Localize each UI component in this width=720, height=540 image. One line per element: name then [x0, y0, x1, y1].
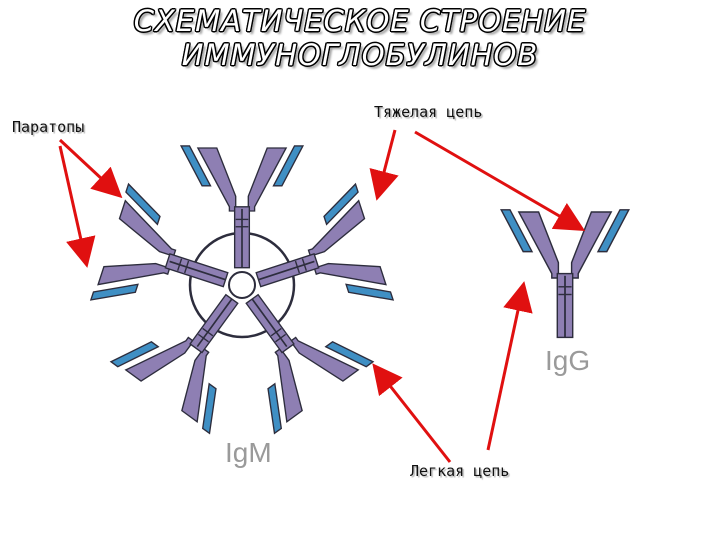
arrow-paratope-1 — [58, 138, 123, 199]
igm-center — [228, 271, 256, 299]
igm-pentamer — [90, 145, 394, 435]
igg-label: IgG — [545, 345, 590, 376]
slide-title-line-2: ИММУНОГЛОБУЛИНОВ — [181, 38, 539, 72]
slide-title-line-1: СХЕМАТИЧЕСКОЕ СТРОЕНИЕ — [133, 4, 587, 38]
label-paratopes: Паратопы — [12, 118, 85, 136]
arrow-light-chain-2 — [486, 281, 533, 451]
arrow-light-chain-1 — [372, 363, 452, 463]
igm-label: IgM — [225, 437, 272, 468]
label-heavy-chain: Тяжелая цепь — [374, 103, 483, 121]
arrow-heavy-chain-2 — [414, 130, 586, 232]
label-light-chain: Легкая цепь — [410, 462, 510, 480]
igg-monomer — [500, 208, 630, 339]
arrow-paratope-2 — [58, 145, 96, 268]
arrow-heavy-chain-1 — [369, 129, 399, 201]
igm-subunit-1 — [180, 145, 304, 269]
